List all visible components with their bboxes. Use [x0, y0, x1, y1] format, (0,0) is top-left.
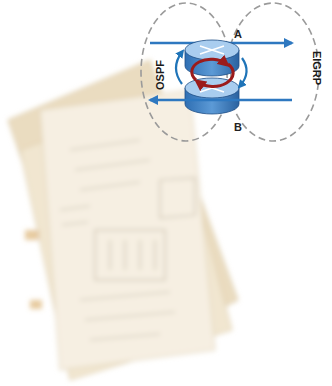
arrow-label: B: [234, 122, 242, 133]
redistribution-arrow: [150, 99, 292, 102]
domain-label: OSPF: [155, 60, 166, 90]
domain-label: EIGRP: [311, 51, 322, 85]
dashed-ellipse: [141, 3, 231, 141]
dashed-ellipse: [227, 3, 319, 141]
loop-arrows: [192, 59, 233, 86]
router-icon: [185, 78, 239, 114]
arrow-label: A: [234, 29, 242, 40]
side-arrows: [176, 52, 247, 86]
